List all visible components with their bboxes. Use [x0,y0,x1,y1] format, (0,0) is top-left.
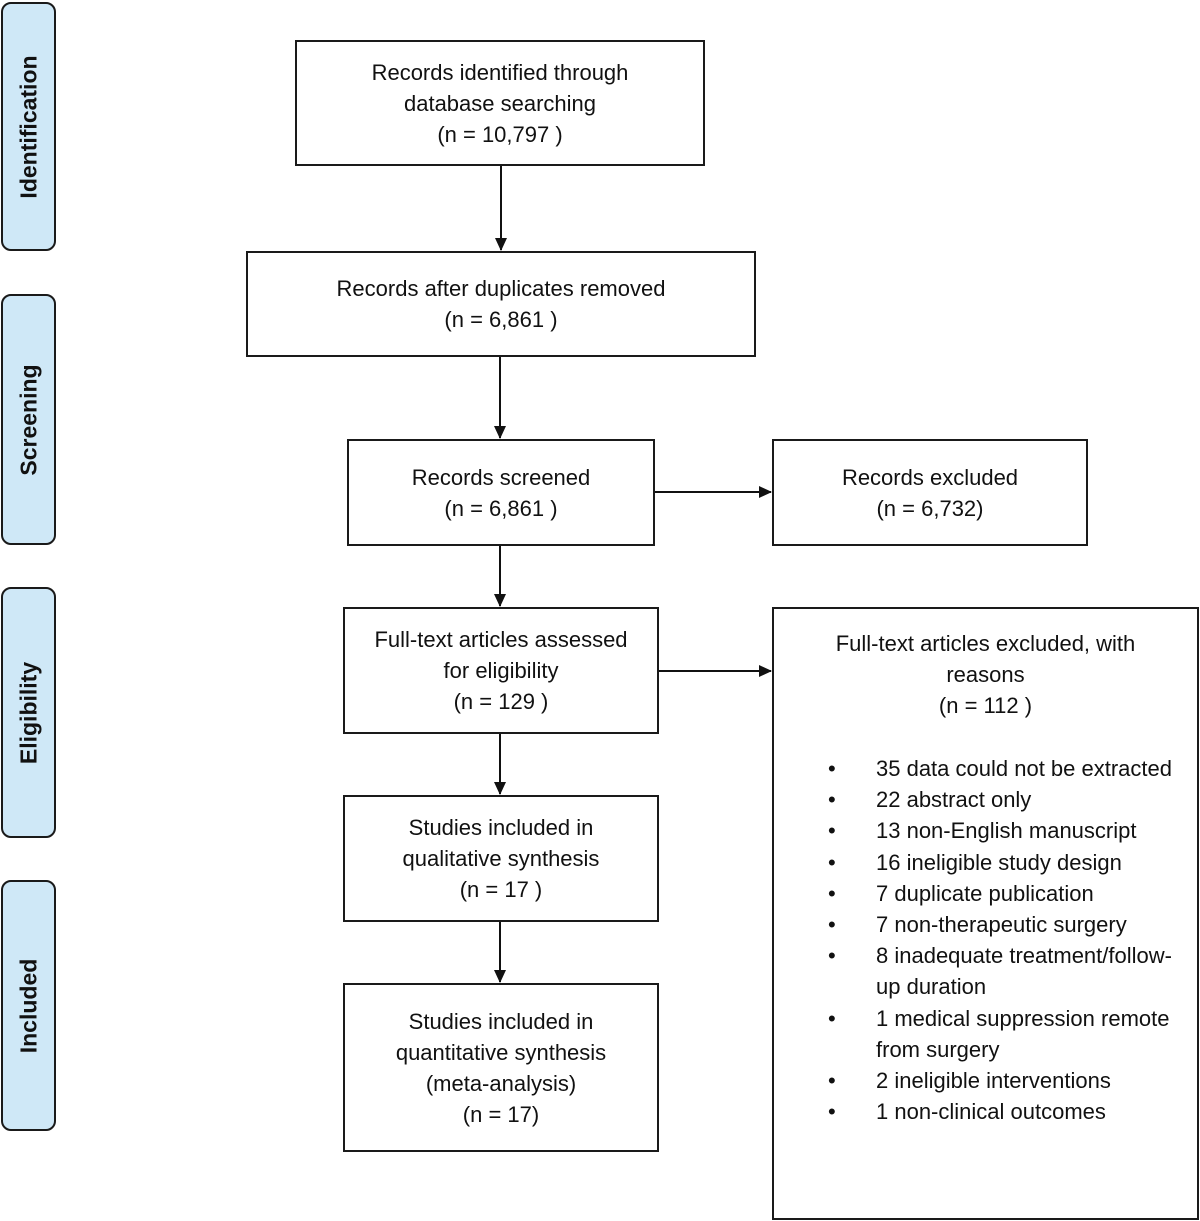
quantitative-synthesis-count: (n = 17) [462,1101,540,1127]
records-after-duplicates-box: Records after duplicates removed (n = 6,… [246,251,756,357]
fulltext-excluded-box: Full-text articles excluded, with reason… [772,607,1199,1220]
records-after-duplicates-count: (n = 6,861 ) [444,307,558,332]
fulltext-assessed-line1: Full-text articles assessed [374,627,628,652]
phase-screening: Screening [1,294,56,545]
fulltext-excluded-count: (n = 112 ) [938,693,1033,718]
fulltext-excluded-line1: Full-text articles excluded, with [835,631,1136,656]
records-after-duplicates-line1: Records after duplicates removed [336,276,666,301]
fulltext-excluded-header: Full-text articles excluded, with reason… [774,628,1197,721]
records-excluded-count: (n = 6,732) [876,495,984,521]
exclusion-reason: 16 ineligible study design [822,847,1192,878]
records-identified-line1: Records identified through [371,59,629,85]
records-screened-line1: Records screened [411,464,591,490]
phase-included: Included [1,880,56,1131]
fulltext-assessed-count: (n = 129 ) [453,689,549,714]
qualitative-synthesis-box: Studies included in qualitative synthesi… [343,795,659,922]
quantitative-synthesis-line1: Studies included in [408,1008,594,1034]
quantitative-synthesis-line2: quantitative synthesis [395,1039,607,1065]
phase-identification: Identification [1,2,56,251]
quantitative-synthesis-line3: (meta-analysis) [425,1070,577,1096]
records-excluded-box: Records excluded (n = 6,732) [772,439,1088,546]
qualitative-synthesis-line1: Studies included in [408,815,594,840]
fulltext-assessed-box: Full-text articles assessed for eligibil… [343,607,659,734]
phase-eligibility: Eligibility [1,587,56,838]
qualitative-synthesis-line2: qualitative synthesis [402,846,600,871]
qualitative-synthesis-count: (n = 17 ) [459,877,543,902]
exclusion-reason: 1 non-clinical outcomes [822,1096,1192,1127]
exclusion-reason: 7 duplicate publication [822,878,1192,909]
records-identified-box: Records identified through database sear… [295,40,705,166]
records-screened-count: (n = 6,861 ) [444,495,558,521]
exclusion-reason: 1 medical suppression remote from surger… [822,1003,1192,1065]
exclusion-reason: 13 non-English manuscript [822,815,1192,846]
fulltext-assessed-line2: for eligibility [443,658,559,683]
exclusion-reasons-list: 35 data could not be extracted 22 abstra… [822,753,1192,1128]
exclusion-reason: 7 non-therapeutic surgery [822,909,1192,940]
quantitative-synthesis-box: Studies included in quantitative synthes… [343,983,659,1152]
records-excluded-line1: Records excluded [841,464,1019,490]
exclusion-reason: 35 data could not be extracted [822,753,1192,784]
exclusion-reason: 22 abstract only [822,784,1192,815]
exclusion-reason: 2 ineligible interventions [822,1065,1192,1096]
exclusion-reason: 8 inadequate treatment/follow-up duratio… [822,940,1192,1002]
records-identified-line2: database searching [403,90,597,116]
records-screened-box: Records screened (n = 6,861 ) [347,439,655,546]
fulltext-excluded-line2: reasons [946,662,1025,687]
records-identified-count: (n = 10,797 ) [437,121,563,147]
